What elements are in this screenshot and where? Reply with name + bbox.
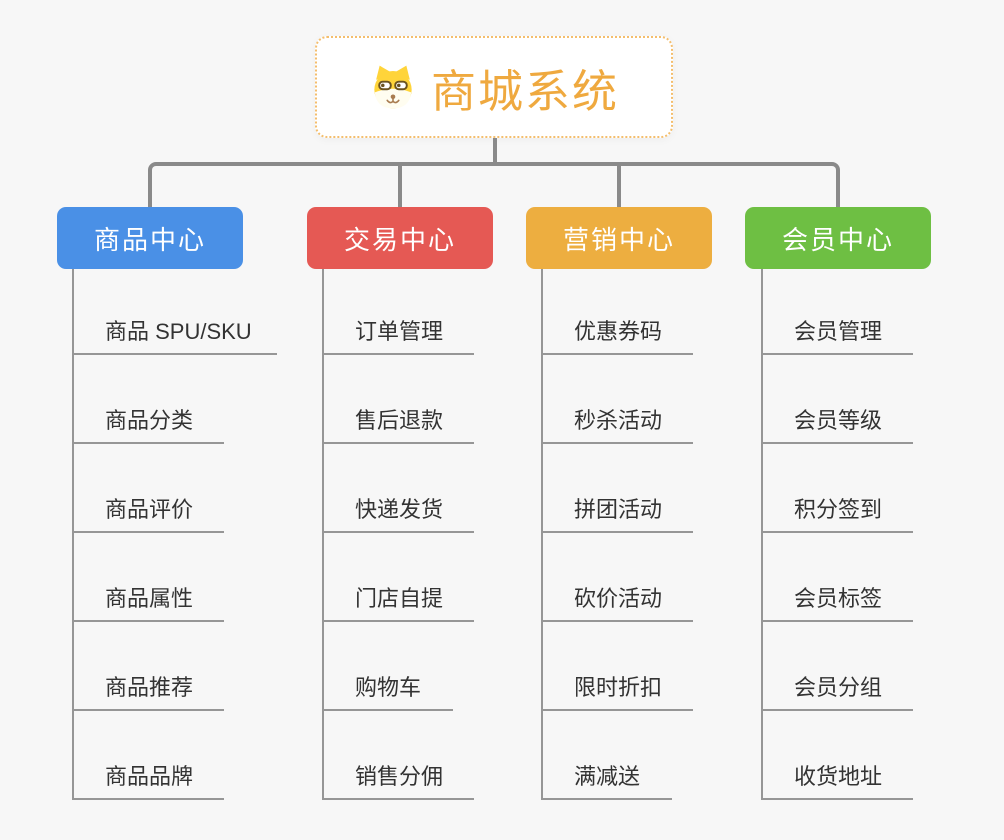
leaf-item[interactable]: 会员等级 (761, 398, 913, 444)
leaf-item[interactable]: 收货地址 (761, 754, 913, 800)
leaf-item[interactable]: 快递发货 (322, 487, 474, 533)
connector-drop-trade (398, 166, 402, 208)
column-line-member (761, 269, 763, 800)
leaf-item[interactable]: 订单管理 (322, 309, 474, 355)
leaf-item[interactable]: 限时折扣 (541, 665, 693, 711)
leaf-item[interactable]: 优惠券码 (541, 309, 693, 355)
branch-node-member-center[interactable]: 会员中心 (745, 207, 931, 269)
leaf-item[interactable]: 砍价活动 (541, 576, 693, 622)
leaf-item[interactable]: 秒杀活动 (541, 398, 693, 444)
leaf-item[interactable]: 商品分类 (72, 398, 224, 444)
leaf-item[interactable]: 满减送 (541, 754, 672, 800)
leaf-item[interactable]: 拼团活动 (541, 487, 693, 533)
leaf-item[interactable]: 会员分组 (761, 665, 913, 711)
leaf-item[interactable]: 商品评价 (72, 487, 224, 533)
leaf-item[interactable]: 商品推荐 (72, 665, 224, 711)
leaf-item[interactable]: 门店自提 (322, 576, 474, 622)
branch-node-marketing-center[interactable]: 营销中心 (526, 207, 712, 269)
branch-node-trade-center[interactable]: 交易中心 (307, 207, 493, 269)
leaf-item[interactable]: 会员标签 (761, 576, 913, 622)
leaf-item[interactable]: 售后退款 (322, 398, 474, 444)
column-line-product (72, 269, 74, 800)
leaf-item[interactable]: 商品属性 (72, 576, 224, 622)
shiba-dog-icon (369, 63, 417, 111)
root-node-label: 商城系统 (430, 65, 619, 117)
column-line-marketing (541, 269, 543, 800)
leaf-item[interactable]: 商品品牌 (72, 754, 224, 800)
leaf-item[interactable]: 购物车 (322, 665, 453, 711)
connector-bus (148, 162, 840, 208)
leaf-item[interactable]: 销售分佣 (322, 754, 474, 800)
connector-root-stub (493, 138, 497, 166)
branch-node-product-center[interactable]: 商品中心 (57, 207, 243, 269)
leaf-item[interactable]: 会员管理 (761, 309, 913, 355)
leaf-item[interactable]: 商品 SPU/SKU (72, 309, 277, 355)
column-line-trade (322, 269, 324, 800)
connector-drop-marketing (617, 166, 621, 208)
root-node-mall-system[interactable]: 商城系统 (315, 36, 673, 138)
leaf-item[interactable]: 积分签到 (761, 487, 913, 533)
